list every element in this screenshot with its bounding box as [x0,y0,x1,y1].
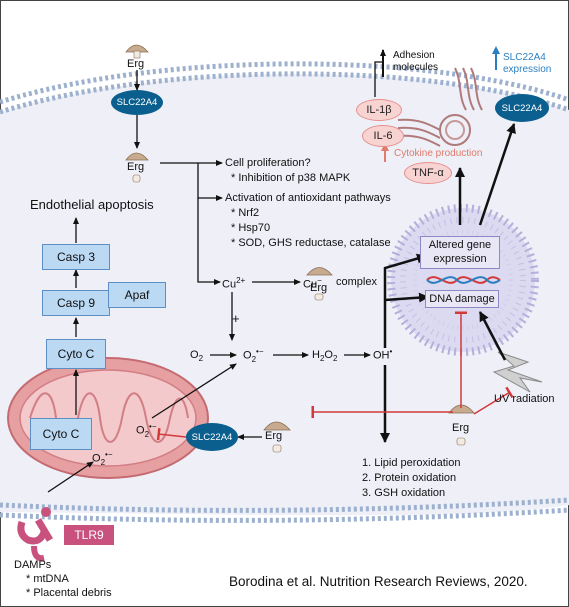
cell-membrane-bottom-outer [0,507,569,523]
endothelial-apoptosis-title: Endothelial apoptosis [30,197,154,212]
plus-sign: + [232,311,240,326]
arrow-mito-superoxide [151,363,237,419]
arrow-tlr9-to-superoxide [47,461,94,493]
erg-label-inside: Erg [127,161,145,173]
cytokine-production-label: Cytokine production [394,148,483,159]
arrow-uv-to-dna [478,311,507,361]
copper-2plus-label: Cu2+ [222,276,246,291]
mito-superoxide-label: O2•− [136,422,157,439]
oxygen-label: O2 [190,349,204,364]
dna-helix-icon [426,276,501,284]
damps-label: DAMPs [14,559,52,571]
adhesion-molecules-label: Adhesion molecules [393,50,439,73]
arrow-oh-to-gene-expression [383,253,427,348]
protein-oxidation-label: 2. Protein oxidation [362,472,457,484]
citation-label: Borodina et al. Nutrition Research Revie… [229,574,528,589]
altered-gene-expression-box: Altered gene expression [420,236,500,269]
cell-membrane-top-outer [0,61,569,105]
mushroom-icon [448,404,475,446]
arrow-to-cu2 [197,198,221,285]
casp9-box: Casp 9 [42,290,110,316]
tlr9-receptor-icon [17,507,54,562]
complex-label: complex [336,276,377,288]
cell-membrane-bottom-inner [0,497,569,513]
uv-radiation-label: UV radiation [494,393,555,405]
cell-proliferation-label: Cell proliferation? [225,157,311,169]
nucleus [387,204,539,356]
hydrogen-peroxide-label: H2O2 [312,349,338,364]
tlr9-label-box: TLR9 [64,525,114,545]
hydroxyl-radical-label: OH• [373,347,393,362]
nrf2-label: * Nrf2 [231,207,260,219]
superoxide-label: O2•− [243,347,264,364]
mushroom-icon [125,44,149,59]
placental-debris-label: * Placental debris [26,587,112,599]
inhibit-mito-superoxide [156,427,187,441]
hsp70-label: * Hsp70 [231,222,271,234]
il1b-cytokine: IL-1β [356,99,402,121]
slc22a4-transporter-mito: SLC22A4 [186,423,238,451]
dna-damage-box: DNA damage [425,290,499,308]
erg-label-mito: Erg [265,430,283,442]
il6-cytokine: IL-6 [362,125,404,147]
erg-complex-erg: Erg [310,282,328,294]
lipid-peroxidation-label: 1. Lipid peroxidation [362,457,461,469]
tnfa-cytokine: TNF-α [404,162,452,184]
inhibit-uv [473,386,514,415]
arrow-oh-to-dna-damage [384,292,429,303]
outer-superoxide-label: O2•− [92,450,113,467]
cytoc-box-upper: Cyto C [46,339,106,369]
casp3-box: Casp 3 [42,244,110,270]
erg-label-bottom: Erg [452,422,470,434]
arrow-gene-to-slc22a4 [478,123,516,226]
copper-1plus-label: Cu− [303,276,322,291]
inhibition-p38-label: * Inhibition of p38 MAPK [231,172,351,184]
antioxidant-activation-label: Activation of antioxidant pathways [225,192,391,204]
mushroom-icon [263,421,291,453]
erg-label-top: Erg [127,58,145,70]
mushroom-icon [306,267,333,301]
sod-label: * SOD, GHS reductase, catalase [231,237,391,249]
slc22a4-transporter-right: SLC22A4 [495,94,549,122]
slc22a4-transporter-top: SLC22A4 [111,90,163,115]
slc22a4-expression-label: SLC22A4 expression [503,52,552,75]
connector-il1b [374,61,383,97]
mtdna-label: * mtDNA [26,573,69,585]
mushroom-icon [125,152,149,183]
lightning-icon [492,351,543,393]
apaf-box: Apaf [108,282,166,308]
gsh-oxidation-label: 3. GSH oxidation [362,487,446,499]
cytoc-box-mito: Cyto C [30,418,92,450]
